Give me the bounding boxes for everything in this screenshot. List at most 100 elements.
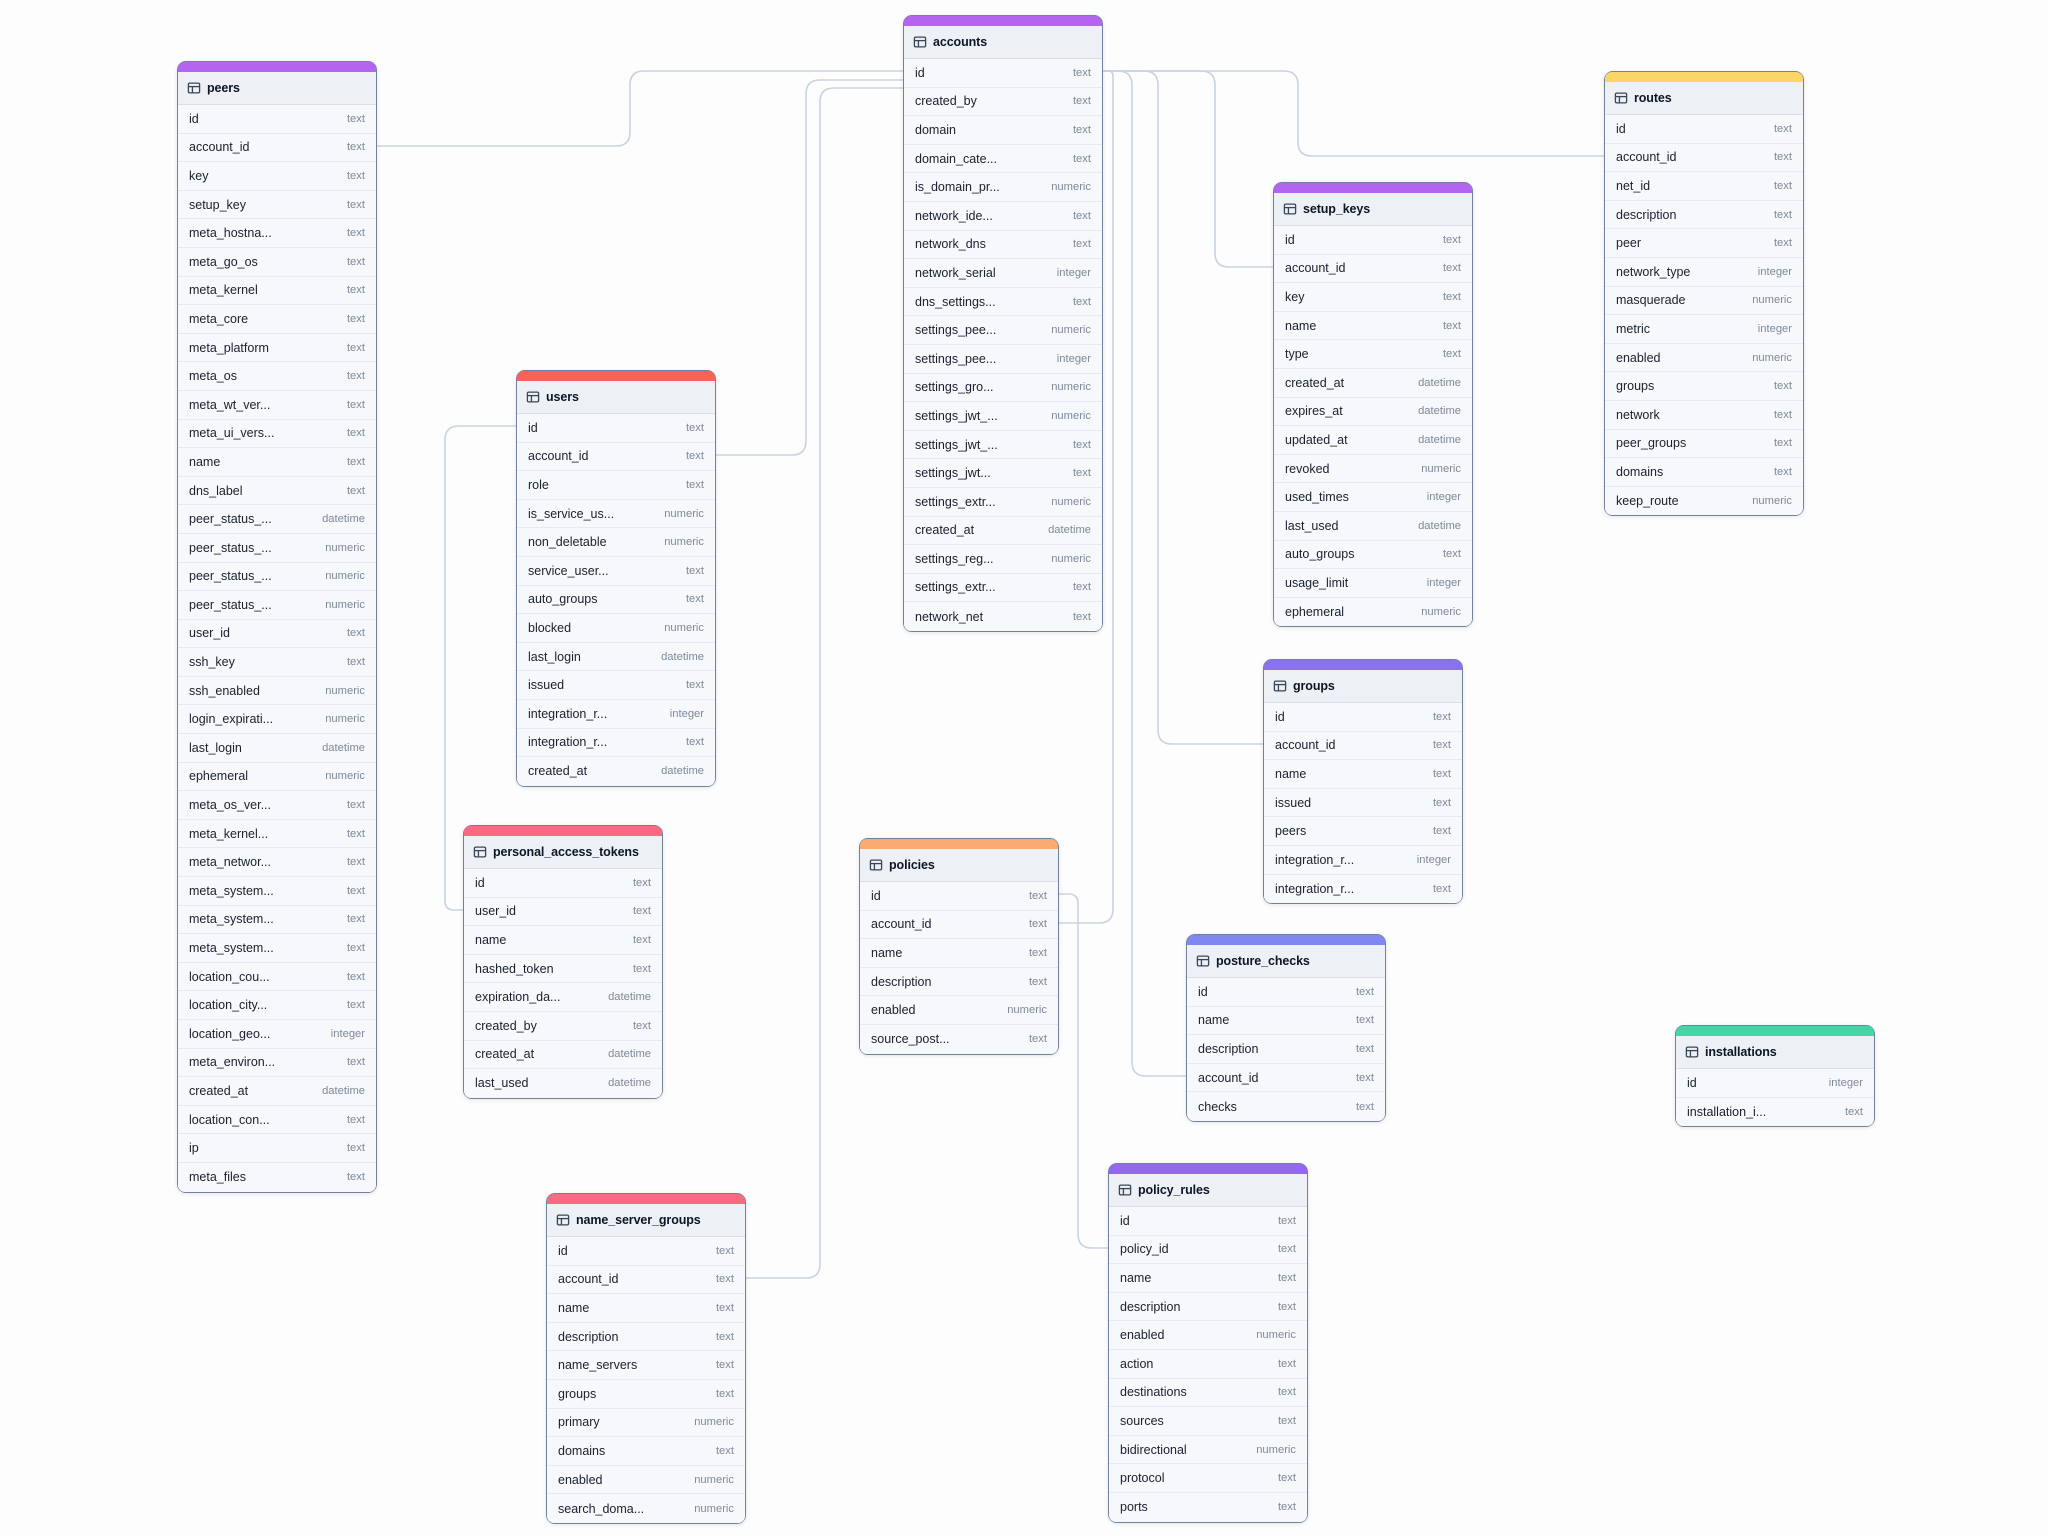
table-color-strip — [1274, 183, 1472, 193]
field-type: text — [1773, 408, 1792, 421]
table-row: dns_settings... text — [904, 287, 1102, 317]
table-header[interactable]: name_server_groups — [547, 1204, 745, 1237]
table-header[interactable]: installations — [1676, 1036, 1874, 1069]
field-name: name — [475, 932, 507, 947]
field-type: text — [346, 1171, 365, 1184]
table-row: account_id text — [1605, 143, 1803, 173]
table-row: integration_r... text — [517, 728, 715, 758]
table-color-strip — [464, 826, 662, 836]
field-name: id — [1285, 232, 1295, 247]
table-row: meta_ui_vers... text — [178, 419, 376, 449]
field-name: created_at — [528, 764, 588, 779]
table-row: domains text — [547, 1437, 745, 1466]
field-type: text — [1442, 262, 1461, 275]
table-row: search_doma... numeric — [547, 1494, 745, 1523]
field-type: text — [685, 736, 704, 749]
table-row: description text — [1109, 1292, 1307, 1322]
field-type: numeric — [1752, 294, 1792, 307]
table-row: settings_reg... numeric — [904, 545, 1102, 574]
table-row: login_expirati... numeric — [178, 705, 376, 735]
field-type: text — [1432, 825, 1451, 838]
table-rows: id text account_id text role text is_ser… — [517, 414, 715, 786]
table-row: meta_os text — [178, 362, 376, 391]
table-header[interactable]: posture_checks — [1187, 945, 1385, 978]
field-type: numeric — [664, 621, 704, 634]
table-row: expiration_da... datetime — [464, 983, 662, 1012]
table-peers[interactable]: peers id text account_id text key text s… — [177, 61, 377, 1193]
table-header[interactable]: users — [517, 381, 715, 414]
field-name: issued — [528, 678, 565, 693]
field-type: text — [346, 427, 365, 440]
table-header[interactable]: policy_rules — [1109, 1174, 1307, 1207]
table-row: id text — [1605, 115, 1803, 144]
table-color-strip — [178, 62, 376, 72]
table-setup_keys[interactable]: setup_keys id text account_id text key t… — [1273, 182, 1473, 628]
field-name: location_city... — [189, 998, 268, 1013]
table-routes[interactable]: routes id text account_id text net_id te… — [1604, 71, 1804, 517]
table-row: settings_pee... numeric — [904, 316, 1102, 345]
field-name: account_id — [1275, 738, 1336, 753]
table-header[interactable]: accounts — [904, 26, 1102, 59]
table-accounts[interactable]: accounts id text created_by text domain … — [903, 15, 1103, 632]
table-row: peer_groups text — [1605, 429, 1803, 459]
field-name: settings_pee... — [915, 351, 997, 366]
field-type: text — [346, 627, 365, 640]
table-groups[interactable]: groups id text account_id text name text… — [1263, 659, 1463, 905]
field-name: id — [189, 111, 199, 126]
field-name: integration_r... — [1275, 852, 1355, 867]
field-type: text — [1028, 889, 1047, 902]
table-header[interactable]: peers — [178, 72, 376, 105]
field-name: sources — [1120, 1413, 1164, 1428]
field-name: ip — [189, 1141, 199, 1156]
table-personal_access_tokens[interactable]: personal_access_tokens id text user_id t… — [463, 825, 663, 1099]
field-type: integer — [1757, 322, 1792, 335]
field-type: text — [1773, 179, 1792, 192]
field-name: settings_extr... — [915, 580, 996, 595]
field-name: account_id — [189, 140, 250, 155]
field-type: text — [1277, 1214, 1296, 1227]
table-row: id text — [178, 105, 376, 134]
field-type: text — [1072, 123, 1091, 136]
field-name: auto_groups — [1285, 547, 1355, 562]
field-type: text — [346, 1142, 365, 1155]
table-policies[interactable]: policies id text account_id text name te… — [859, 838, 1059, 1055]
field-type: text — [685, 593, 704, 606]
table-color-strip — [1605, 72, 1803, 82]
table-row: created_at datetime — [178, 1077, 376, 1106]
field-type: text — [632, 933, 651, 946]
table-row: is_service_us... numeric — [517, 499, 715, 529]
table-row: enabled numeric — [547, 1465, 745, 1495]
field-name: protocol — [1120, 1471, 1165, 1486]
table-name_server_groups[interactable]: name_server_groups id text account_id te… — [546, 1193, 746, 1524]
table-icon — [1283, 202, 1297, 216]
table-row: integration_r... text — [1264, 874, 1462, 904]
table-users[interactable]: users id text account_id text role text … — [516, 370, 716, 787]
table-row: account_id text — [1274, 254, 1472, 284]
table-color-strip — [860, 839, 1058, 849]
table-header[interactable]: policies — [860, 849, 1058, 882]
table-row: peers text — [1264, 817, 1462, 846]
field-type: numeric — [1051, 409, 1091, 422]
field-type: text — [685, 564, 704, 577]
field-name: net_id — [1616, 178, 1651, 193]
field-name: meta_system... — [189, 941, 274, 956]
field-name: peer — [1616, 236, 1642, 251]
table-header[interactable]: routes — [1605, 82, 1803, 115]
field-type: text — [715, 1359, 734, 1372]
table-installations[interactable]: installations id integer installation_i.… — [1675, 1025, 1875, 1128]
field-name: hashed_token — [475, 961, 554, 976]
table-header[interactable]: setup_keys — [1274, 193, 1472, 226]
table-row: bidirectional numeric — [1109, 1435, 1307, 1465]
table-row: user_id text — [178, 619, 376, 649]
table-header[interactable]: groups — [1264, 670, 1462, 703]
field-type: text — [1028, 975, 1047, 988]
field-type: numeric — [1051, 324, 1091, 337]
table-posture_checks[interactable]: posture_checks id text name text descrip… — [1186, 934, 1386, 1122]
table-header[interactable]: personal_access_tokens — [464, 836, 662, 869]
table-policy_rules[interactable]: policy_rules id text policy_id text name… — [1108, 1163, 1308, 1523]
table-row: id text — [1274, 226, 1472, 255]
field-type: text — [1442, 233, 1461, 246]
field-type: datetime — [608, 991, 651, 1004]
